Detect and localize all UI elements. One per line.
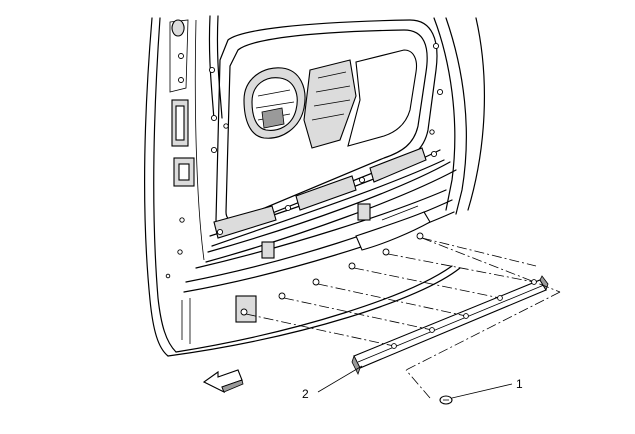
callout-1: 1 bbox=[451, 377, 523, 399]
hinge-side-panel bbox=[165, 19, 205, 279]
door-outer-shell bbox=[144, 15, 486, 357]
callout-2-label: 2 bbox=[302, 387, 309, 401]
screw-1 bbox=[439, 395, 453, 405]
callout-2: 2 bbox=[302, 365, 363, 401]
sill-plate-2 bbox=[351, 275, 549, 376]
inner-door-panel bbox=[208, 19, 444, 232]
front-direction-arrow-icon bbox=[202, 369, 244, 394]
door-sill-area bbox=[181, 189, 455, 344]
lower-reinforcement-band bbox=[205, 147, 457, 263]
fastener-alignment-lines bbox=[240, 232, 561, 399]
callout-1-label: 1 bbox=[516, 377, 523, 391]
